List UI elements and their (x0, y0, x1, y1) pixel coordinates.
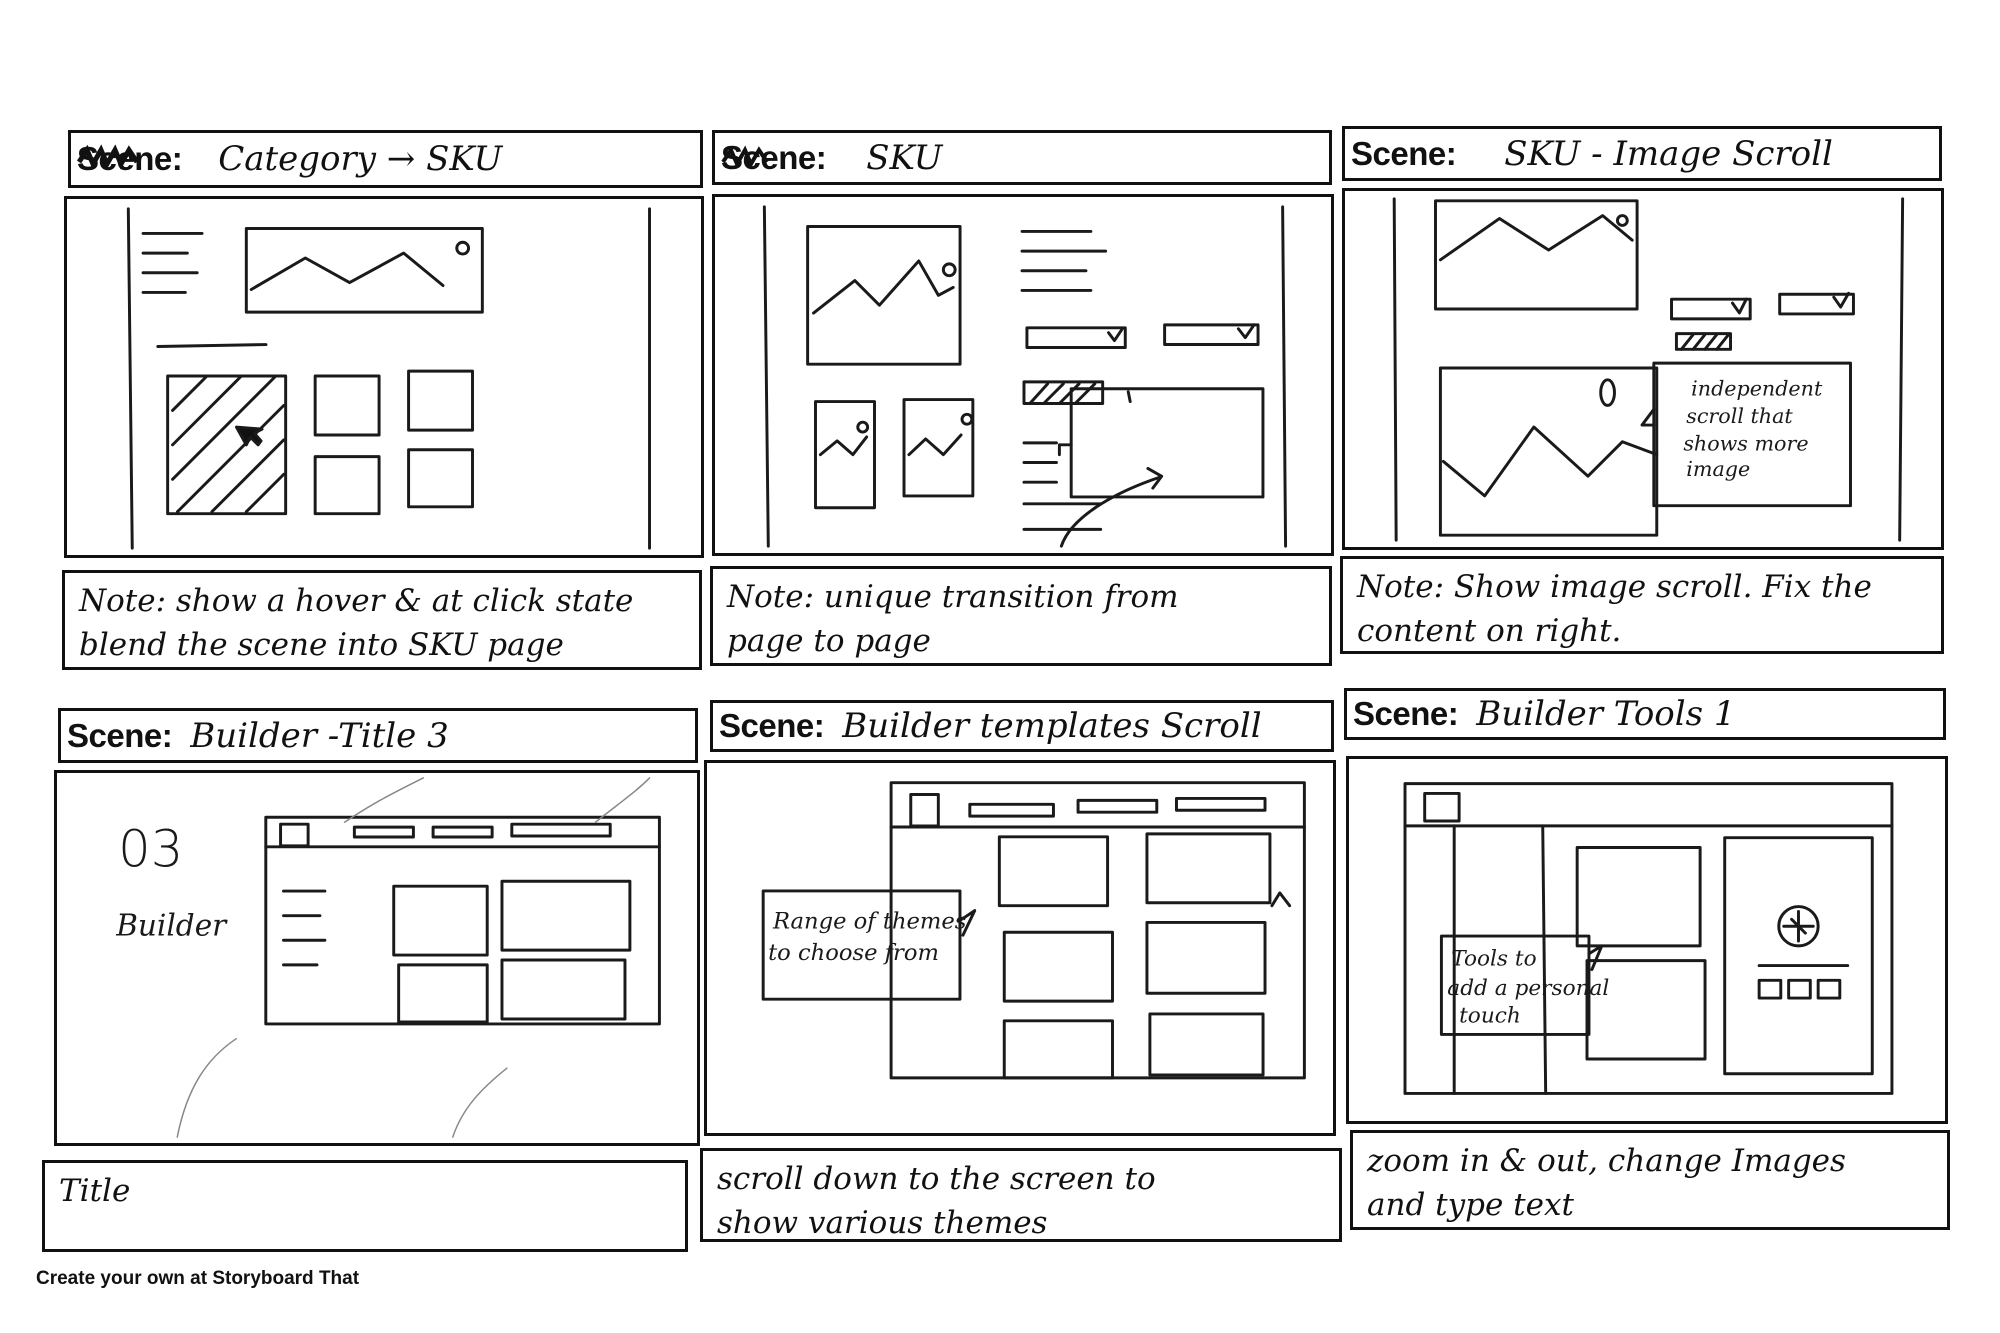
scene-5-sketch-panel: Range of themes to choose from (704, 760, 1336, 1136)
scene-4-note: Title (42, 1160, 688, 1252)
scene-6-title-bar: Scene: Builder Tools 1 (1344, 688, 1946, 740)
scene-5-note: scroll down to the screen to show variou… (700, 1148, 1342, 1242)
callout-line: independent (1691, 377, 1823, 401)
callout-line: image (1686, 457, 1750, 481)
wireframe-sketch (762, 205, 1288, 548)
scene-3-note: Note: Show image scroll. Fix the content… (1340, 556, 1944, 654)
big-label: Builder (115, 908, 228, 942)
footer-credit: Create your own at Storyboard That (36, 1268, 360, 1289)
wireframe-sketch: independent scroll that shows more image (1392, 197, 1905, 542)
scene-4-sketch-panel: 03 Builder (54, 770, 700, 1146)
scribble-mark (721, 142, 771, 174)
scene-title: Builder Tools 1 (1476, 694, 1736, 734)
scene-4-title-bar: Scene: Builder -Title 3 (58, 708, 698, 763)
scene-3-sketch-panel: independent scroll that shows more image (1342, 188, 1944, 550)
scene-5-title-bar: Scene: Builder templates Scroll (710, 700, 1334, 752)
scene-title: Builder -Title 3 (190, 715, 449, 756)
scene-2-sketch-panel (712, 194, 1334, 556)
scene-1-sketch-panel (64, 196, 704, 558)
scene-title: SKU - Image Scroll (1504, 133, 1833, 174)
callout-line: Tools to (1451, 947, 1536, 972)
scene-6-sketch-panel: Tools to add a personal touch (1346, 756, 1948, 1124)
scene-label: Scene: (1351, 134, 1457, 172)
scene-6-note: zoom in & out, change Images and type te… (1350, 1130, 1950, 1230)
scribble-mark (76, 142, 141, 176)
scene-title: Category → SKU (218, 139, 503, 179)
callout-line: to choose from (768, 940, 939, 966)
callout-line: touch (1459, 1004, 1521, 1029)
scene-label: Scene: (67, 716, 173, 754)
big-number: 03 (118, 820, 183, 879)
scene-title: SKU (866, 137, 943, 178)
wireframe-sketch (126, 207, 651, 550)
scene-2-note: Note: unique transition from page to pag… (710, 566, 1332, 666)
wireframe-sketch: Range of themes to choose from (761, 781, 1306, 1080)
scene-title: Builder templates Scroll (842, 706, 1262, 746)
callout-line: shows more (1683, 432, 1808, 456)
scene-1-note: Note: show a hover & at click state blen… (62, 570, 702, 670)
callout-line: Range of themes (772, 908, 966, 934)
callout-line: add a personal (1447, 976, 1609, 1001)
wireframe-sketch: 03 Builder (115, 777, 661, 1138)
wireframe-sketch: Tools to add a personal touch (1403, 782, 1894, 1095)
callout-line: scroll that (1686, 404, 1793, 428)
scene-1-title-bar: Scene: Category → SKU (68, 130, 703, 188)
scene-2-title-bar: Scene: SKU (712, 130, 1332, 185)
scene-label: Scene: (719, 707, 825, 744)
scene-3-title-bar: Scene: SKU - Image Scroll (1342, 126, 1942, 181)
scene-label: Scene: (1353, 695, 1459, 732)
